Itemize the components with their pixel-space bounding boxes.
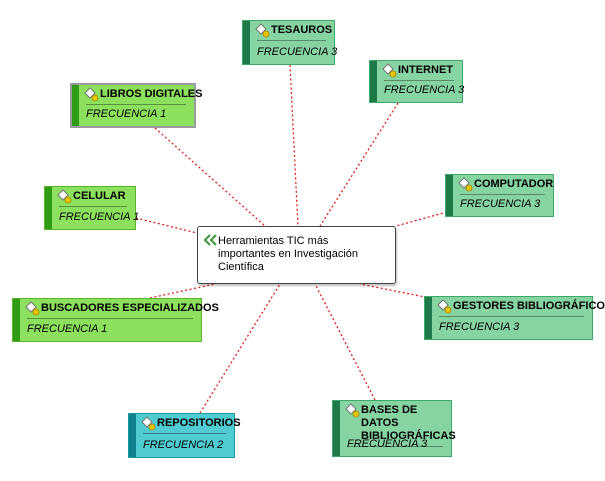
node-label: BUSCADORES ESPECIALIZADOS (25, 301, 219, 319)
node-repositorios[interactable]: REPOSITORIOS FRECUENCIA 2 (128, 413, 241, 458)
double-chevron-icon (203, 234, 217, 246)
node-label: REPOSITORIOS (141, 416, 241, 434)
node-label-text: REPOSITORIOS (157, 417, 241, 429)
node-accent-bar (13, 299, 20, 341)
connector-libros-digitales (154, 127, 266, 227)
node-label: BASES DE DATOS BIBLIOGRÁFICAS (345, 403, 456, 447)
node-accent-bar (370, 61, 377, 102)
node-label: LIBROS DIGITALES (84, 87, 202, 105)
node-label-text: COMPUTADOR (474, 178, 554, 190)
node-frequency: FRECUENCIA 1 (86, 108, 167, 120)
central-topic-title: Herramientas TIC más importantes en Inve… (218, 235, 359, 273)
node-frequency: FRECUENCIA 3 (460, 198, 541, 210)
connector-computador (395, 211, 448, 227)
node-computador[interactable]: COMPUTADOR FRECUENCIA 3 (445, 174, 554, 217)
connector-buscadores (149, 283, 216, 299)
node-label-text: INTERNET (398, 64, 453, 76)
diamond-note-icon (255, 23, 270, 38)
node-accent-bar (243, 21, 250, 64)
connector-celular (135, 217, 198, 234)
node-label-text: BASES DE DATOS BIBLIOGRÁFICAS (361, 404, 456, 442)
node-accent-bar (45, 187, 52, 229)
node-label-text: GESTORES BIBLIOGRÁFICOS (453, 300, 605, 312)
diamond-note-icon (25, 301, 40, 316)
node-label-text: CELULAR (73, 190, 126, 202)
node-frequency: FRECUENCIA 3 (384, 84, 465, 96)
node-accent-bar (72, 85, 79, 126)
node-frequency: FRECUENCIA 1 (27, 323, 108, 335)
node-label: COMPUTADOR (458, 177, 553, 195)
node-frequency: FRECUENCIA 1 (59, 211, 140, 223)
connector-repositorios (199, 283, 281, 414)
node-internet[interactable]: INTERNET FRECUENCIA 3 (369, 60, 465, 103)
node-frequency: FRECUENCIA 3 (439, 321, 520, 333)
node-label-text: BUSCADORES ESPECIALIZADOS (41, 302, 219, 314)
node-label: TESAUROS (255, 23, 332, 41)
node-gestores-bibliograficos[interactable]: GESTORES BIBLIOGRÁFICOS FRECUENCIA 3 (424, 296, 605, 340)
node-buscadores-especializados[interactable]: BUSCADORES ESPECIALIZADOS FRECUENCIA 1 (12, 298, 219, 342)
node-bases-de-datos-bibliograficas[interactable]: BASES DE DATOS BIBLIOGRÁFICAS FRECUENCIA… (332, 400, 456, 457)
node-frequency: FRECUENCIA 3 (257, 46, 338, 58)
node-label-text: TESAUROS (271, 24, 333, 36)
diamond-note-icon (458, 177, 473, 192)
connector-internet (319, 102, 399, 227)
node-libros-digitales[interactable]: LIBROS DIGITALES FRECUENCIA 1 (70, 83, 202, 128)
diamond-note-icon (84, 87, 99, 102)
node-frequency: FRECUENCIA 3 (347, 438, 428, 450)
node-label: GESTORES BIBLIOGRÁFICOS (437, 299, 605, 317)
diamond-note-icon (345, 403, 360, 418)
node-frequency: FRECUENCIA 2 (143, 439, 224, 451)
node-label-text: LIBROS DIGITALES (100, 88, 203, 100)
node-label: INTERNET (382, 63, 454, 81)
node-label: CELULAR (57, 189, 127, 207)
connector-bases-datos (314, 283, 376, 401)
node-accent-bar (129, 414, 136, 457)
diamond-note-icon (382, 63, 397, 78)
node-accent-bar (333, 401, 340, 456)
connector-tesauros (289, 64, 299, 227)
node-accent-bar (446, 175, 453, 216)
diamond-note-icon (437, 299, 452, 314)
node-celular[interactable]: CELULAR FRECUENCIA 1 (44, 186, 140, 230)
diamond-note-icon (57, 189, 72, 204)
central-topic[interactable]: Herramientas TIC más importantes en Inve… (197, 226, 396, 284)
node-accent-bar (425, 297, 432, 339)
node-tesauros[interactable]: TESAUROS FRECUENCIA 3 (242, 20, 338, 65)
diamond-note-icon (141, 416, 156, 431)
